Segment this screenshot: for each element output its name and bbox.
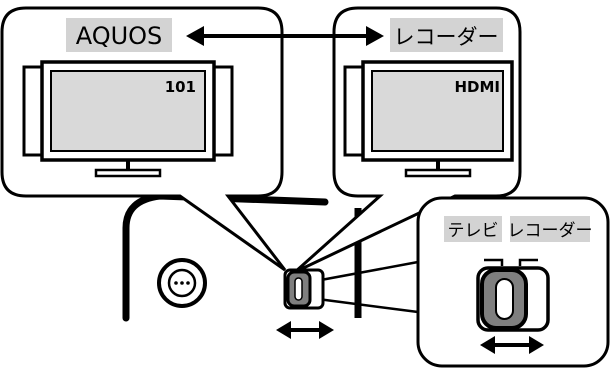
recorder-position-label-bg — [510, 216, 590, 242]
callout-lines — [309, 260, 419, 314]
slide-switch-icon — [476, 266, 550, 332]
double-arrow-icon — [276, 321, 334, 339]
aquos-label: AQUOS — [66, 18, 172, 52]
tv-icon: 101 — [22, 60, 234, 178]
recorder-label: レコーダー — [390, 18, 503, 52]
aquos-label-text: AQUOS — [76, 22, 163, 50]
double-arrow-icon — [186, 26, 384, 46]
recorder-position-label: レコーダー — [508, 221, 593, 241]
double-arrow-icon — [480, 336, 544, 354]
recorder-label-text: レコーダー — [394, 25, 499, 49]
tv-position-label: テレビ — [448, 221, 499, 241]
device-slide-switch — [283, 268, 325, 310]
tv-icon: HDMI — [343, 60, 514, 178]
tv-input-text: HDMI — [454, 78, 500, 96]
speaker-grille-icon — [174, 281, 190, 285]
round-button — [157, 258, 207, 308]
tv-position-label-bg — [444, 216, 502, 242]
position-ticks — [484, 258, 538, 266]
switch-inset: テレビ レコーダー — [416, 196, 610, 368]
tv-channel-text: 101 — [165, 78, 196, 96]
